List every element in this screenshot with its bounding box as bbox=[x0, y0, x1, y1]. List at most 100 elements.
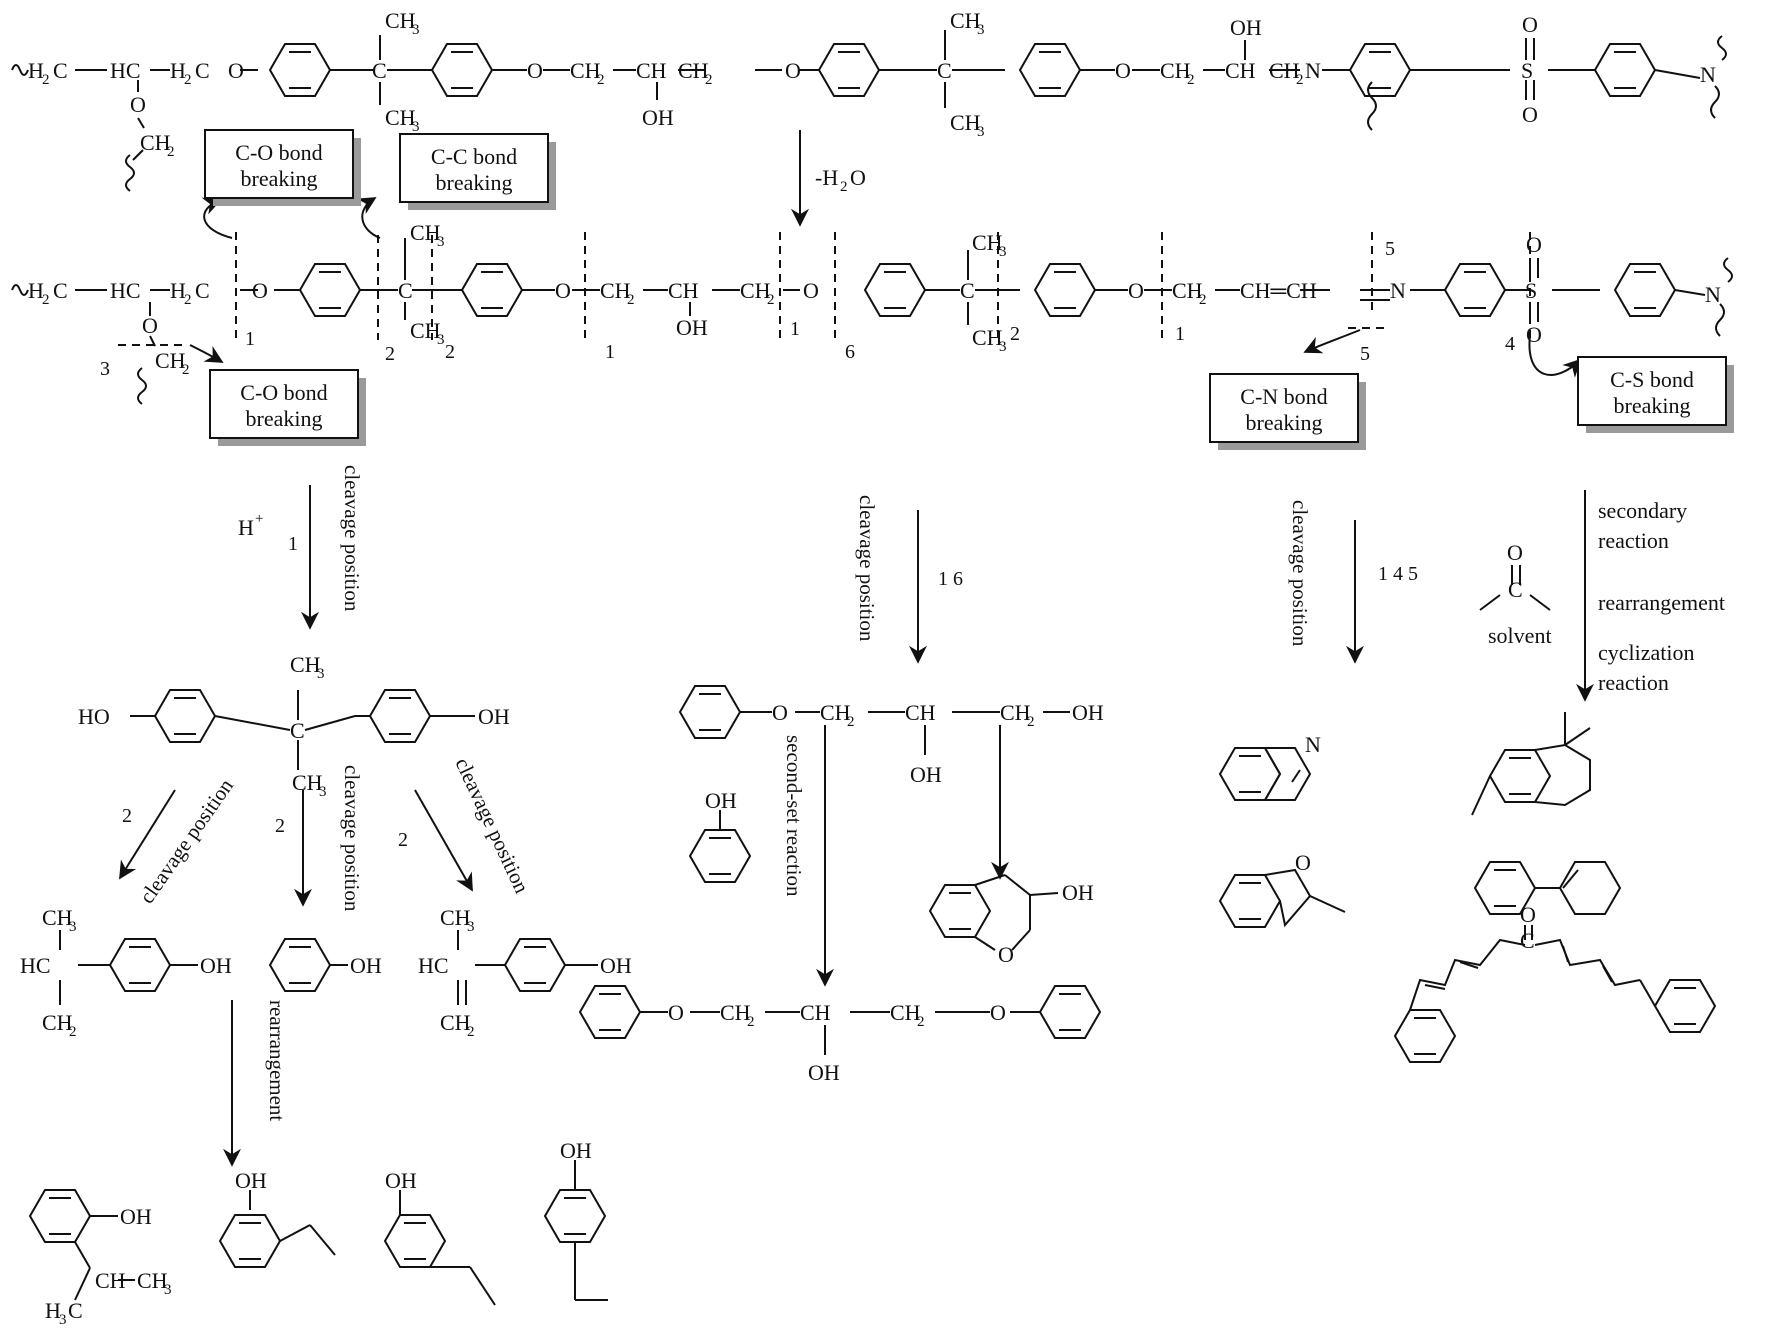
svg-text:O: O bbox=[1128, 278, 1144, 303]
middle-chain-labels: H 2 C HC H 2 C O O CH 2 CH 3 C CH 3 O CH… bbox=[28, 220, 1721, 378]
svg-text:OH: OH bbox=[235, 1168, 267, 1193]
svg-text:S: S bbox=[1521, 58, 1533, 83]
svg-text:CH: CH bbox=[95, 1268, 126, 1293]
svg-text:2: 2 bbox=[767, 292, 775, 308]
svg-text:2: 2 bbox=[1187, 72, 1195, 88]
svg-text:cleavage position: cleavage position bbox=[340, 465, 364, 612]
svg-text:H: H bbox=[28, 278, 44, 303]
svg-text:C-C bond: C-C bond bbox=[431, 144, 517, 169]
svg-text:O: O bbox=[803, 278, 819, 303]
svg-text:O: O bbox=[785, 58, 801, 83]
svg-text:O: O bbox=[668, 1000, 684, 1025]
svg-text:5: 5 bbox=[1360, 343, 1370, 365]
svg-text:C: C bbox=[937, 58, 952, 83]
svg-text:3: 3 bbox=[319, 784, 327, 800]
dimethyltetralin-structure bbox=[1471, 712, 1591, 816]
svg-text:OH: OH bbox=[560, 1138, 592, 1163]
svg-text:CH: CH bbox=[600, 278, 631, 303]
svg-text:2: 2 bbox=[122, 805, 132, 827]
svg-text:CH: CH bbox=[290, 652, 321, 677]
svg-text:5: 5 bbox=[1385, 238, 1395, 260]
svg-text:C-O bond: C-O bond bbox=[235, 140, 322, 165]
svg-text:2: 2 bbox=[627, 292, 635, 308]
svg-text:C: C bbox=[53, 58, 68, 83]
svg-text:rearrangement: rearrangement bbox=[265, 1000, 289, 1121]
svg-text:breaking: breaking bbox=[436, 170, 513, 195]
svg-text:CH: CH bbox=[42, 1010, 73, 1035]
svg-text:C-S bond: C-S bond bbox=[1610, 367, 1694, 392]
svg-text:3: 3 bbox=[100, 358, 110, 380]
svg-text:C: C bbox=[372, 58, 387, 83]
svg-text:2: 2 bbox=[1199, 292, 1207, 308]
svg-text:breaking: breaking bbox=[1614, 393, 1691, 418]
isopropenylphenol-structure bbox=[457, 930, 598, 1005]
quinoline-structure bbox=[1218, 747, 1312, 801]
svg-text:1: 1 bbox=[288, 533, 298, 555]
svg-text:C: C bbox=[1508, 577, 1523, 602]
svg-text:3: 3 bbox=[317, 666, 325, 682]
svg-text:O: O bbox=[527, 58, 543, 83]
phenol-small-structure bbox=[688, 810, 752, 883]
svg-text:1 6: 1 6 bbox=[938, 568, 963, 590]
svg-text:CH: CH bbox=[720, 1000, 751, 1025]
svg-text:CH: CH bbox=[1269, 58, 1300, 83]
svg-text:O: O bbox=[142, 313, 158, 338]
svg-text:N: N bbox=[1305, 58, 1321, 83]
svg-text:reaction: reaction bbox=[1598, 528, 1669, 553]
svg-text:cleavage position: cleavage position bbox=[855, 495, 879, 642]
svg-text:CH: CH bbox=[1225, 58, 1256, 83]
svg-text:cleavage position: cleavage position bbox=[134, 774, 238, 908]
dehydration-label: -H bbox=[815, 165, 838, 190]
svg-text:OH: OH bbox=[676, 315, 708, 340]
svg-text:CH: CH bbox=[140, 130, 171, 155]
svg-text:OH: OH bbox=[600, 953, 632, 978]
svg-text:OH: OH bbox=[642, 105, 674, 130]
svg-text:N: N bbox=[1700, 62, 1716, 87]
svg-text:CH: CH bbox=[1000, 700, 1031, 725]
svg-text:CH: CH bbox=[636, 58, 667, 83]
svg-text:2: 2 bbox=[385, 343, 395, 365]
top-chain-labels: H 2 C HC H 2 C O O CH 2 CH 3 C CH 3 O CH… bbox=[28, 8, 1716, 160]
svg-text:N: N bbox=[1390, 278, 1406, 303]
svg-text:H: H bbox=[45, 1298, 61, 1323]
svg-text:1: 1 bbox=[1175, 323, 1185, 345]
svg-text:CH: CH bbox=[440, 1010, 471, 1035]
diphenoxypropanol-structure bbox=[578, 985, 1102, 1055]
svg-text:3: 3 bbox=[164, 1282, 172, 1298]
cleavage-cut-lines bbox=[118, 232, 1531, 346]
top-polymer-chain bbox=[11, 30, 1727, 192]
svg-text:C-O bond: C-O bond bbox=[240, 380, 327, 405]
svg-text:C: C bbox=[1520, 928, 1535, 953]
svg-text:CH: CH bbox=[570, 58, 601, 83]
svg-text:O: O bbox=[228, 58, 244, 83]
svg-text:N: N bbox=[1705, 282, 1721, 307]
phenoxypropanediol-structure bbox=[678, 685, 1070, 755]
svg-text:O: O bbox=[1115, 58, 1131, 83]
svg-text:CH: CH bbox=[1160, 58, 1191, 83]
svg-text:O: O bbox=[252, 278, 268, 303]
svg-text:cleavage position: cleavage position bbox=[1288, 500, 1312, 647]
svg-text:O: O bbox=[850, 165, 866, 190]
svg-text:CH: CH bbox=[668, 278, 699, 303]
svg-text:2: 2 bbox=[184, 72, 192, 88]
svg-text:CH: CH bbox=[972, 230, 1003, 255]
svg-text:CH: CH bbox=[410, 318, 441, 343]
svg-text:secondary: secondary bbox=[1598, 498, 1687, 523]
svg-text:H: H bbox=[238, 515, 254, 540]
svg-text:CH: CH bbox=[740, 278, 771, 303]
svg-text:2: 2 bbox=[847, 714, 855, 730]
svg-text:4: 4 bbox=[1505, 333, 1515, 355]
svg-text:CH: CH bbox=[137, 1268, 168, 1293]
svg-text:O: O bbox=[990, 1000, 1006, 1025]
svg-text:1 4 5: 1 4 5 bbox=[1378, 563, 1418, 585]
svg-text:2: 2 bbox=[747, 1014, 755, 1030]
svg-text:1: 1 bbox=[790, 318, 800, 340]
svg-text:second-set reaction: second-set reaction bbox=[782, 735, 806, 897]
svg-text:2: 2 bbox=[69, 1024, 77, 1040]
svg-text:OH: OH bbox=[1062, 880, 1094, 905]
svg-text:OH: OH bbox=[910, 762, 942, 787]
svg-text:3: 3 bbox=[999, 244, 1007, 260]
svg-text:3: 3 bbox=[69, 919, 77, 935]
svg-text:O: O bbox=[772, 700, 788, 725]
